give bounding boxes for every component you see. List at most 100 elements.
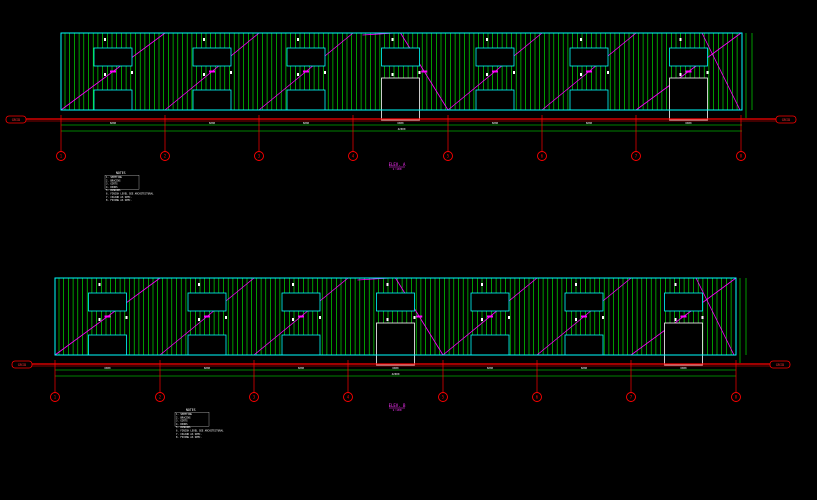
- lower-opening: [192, 89, 232, 111]
- bay-dimension-label: 6000: [303, 121, 310, 125]
- window-opening: [187, 292, 227, 312]
- member-mark: [575, 283, 577, 286]
- member-mark: [104, 38, 106, 41]
- end-tag-left: GRID: [18, 363, 26, 367]
- member-mark: [701, 316, 704, 319]
- grid-bubble-label: 6: [536, 394, 539, 399]
- brace-tag: [298, 315, 304, 318]
- window-opening: [475, 47, 515, 67]
- member-mark: [98, 318, 101, 321]
- brace-tag: [581, 315, 587, 318]
- member-mark: [203, 73, 205, 76]
- wall-outline-rect: [54, 277, 737, 356]
- elevation-title-block: ELEV. B 1:100: [389, 403, 406, 412]
- wall-sheeting: [64, 33, 743, 110]
- wall-outline: [54, 277, 747, 363]
- bay-dimension-label: 6000: [392, 366, 399, 370]
- window-opening: [192, 47, 232, 67]
- grid-bubble: [736, 151, 746, 161]
- grid-bubble-label: 4: [347, 394, 350, 399]
- member-mark: [386, 283, 389, 286]
- member-mark: [131, 71, 133, 74]
- note-line: 3. GIRTS: [176, 420, 188, 423]
- member-mark: [674, 283, 677, 286]
- wall-bracing: [54, 277, 737, 356]
- window-opening: [569, 47, 609, 67]
- member-mark: [602, 316, 604, 319]
- note-line: 4. DOORS: [176, 423, 188, 426]
- member-mark: [481, 318, 483, 321]
- grid-baseline: [5, 115, 797, 124]
- member-mark: [98, 283, 101, 286]
- window-opening: [286, 47, 326, 67]
- member-mark: [198, 318, 200, 321]
- grid-bubble-label: 8: [735, 394, 738, 399]
- door-opening: [381, 77, 420, 121]
- bay-dimension-label: 6000: [104, 366, 111, 370]
- grid-bubble: [532, 392, 542, 402]
- bay-dimension-label: 6000: [204, 366, 211, 370]
- grid-bubble: [443, 151, 453, 161]
- brace-tag: [110, 70, 116, 73]
- brace-line: [701, 32, 741, 111]
- member-mark: [486, 73, 488, 76]
- member-mark: [386, 318, 389, 321]
- brace-tag: [416, 315, 423, 318]
- member-mark: [391, 73, 394, 76]
- member-mark: [418, 71, 421, 74]
- grid-bubble: [537, 151, 547, 161]
- wall-outline-rect: [60, 32, 743, 111]
- member-mark: [607, 71, 609, 74]
- end-tag-frame: [775, 115, 797, 124]
- notes-heading: NOTES: [186, 408, 196, 412]
- member-mark: [508, 316, 510, 319]
- note-line: 6. FINISH LEVEL SEE ARCHITECTURAL: [176, 430, 224, 433]
- elevation-scale: 1:100: [392, 167, 401, 171]
- member-mark: [292, 318, 294, 321]
- member-mark: [391, 38, 394, 41]
- window-opening: [564, 292, 604, 312]
- window-opening: [88, 292, 127, 312]
- note-line: 6. FINISH LEVEL SEE ARCHITECTURAL: [106, 193, 154, 196]
- grid-bubble: [343, 392, 353, 402]
- note-line: 5. WINDOWS: [176, 426, 191, 429]
- note-line: 1. SHEETING: [106, 176, 122, 179]
- wall-openings: [88, 283, 704, 366]
- grid-bubble: [50, 392, 60, 402]
- note-line: 4. DOORS: [106, 186, 118, 189]
- member-mark: [580, 38, 582, 41]
- member-mark: [292, 283, 294, 286]
- member-mark: [225, 316, 227, 319]
- end-tag-right: GRID: [776, 363, 784, 367]
- lower-opening: [475, 89, 515, 111]
- member-mark: [679, 38, 682, 41]
- grid-bubble-label: 7: [630, 394, 633, 399]
- bay-dimension-label: 6000: [209, 121, 216, 125]
- member-mark: [104, 73, 106, 76]
- elevation-title: ELEV. B: [389, 403, 406, 408]
- grid-bubble: [731, 392, 741, 402]
- member-mark: [679, 73, 682, 76]
- window-opening: [664, 292, 703, 312]
- member-mark: [580, 73, 582, 76]
- notes-block: NOTES 1. SHEETING 2. BRACING 3. GIRTS 4.…: [174, 408, 224, 439]
- bay-dimension-label: 6000: [487, 366, 494, 370]
- grid-bubble-label: 3: [258, 153, 261, 158]
- grid-bubble-label: 4: [352, 153, 355, 158]
- note-line: 2. BRACING: [176, 416, 191, 419]
- note-line: 2. BRACING: [106, 179, 121, 182]
- end-tag-frame: [11, 360, 33, 369]
- door-opening: [669, 77, 708, 121]
- notes-table-frame: [174, 412, 210, 427]
- overall-dimension-label: 42000: [398, 127, 406, 131]
- grid-bubble: [626, 392, 636, 402]
- bay-dimension-label: 6000: [586, 121, 593, 125]
- grid-bubble: [160, 151, 170, 161]
- grid-bubble-label: 1: [60, 153, 63, 158]
